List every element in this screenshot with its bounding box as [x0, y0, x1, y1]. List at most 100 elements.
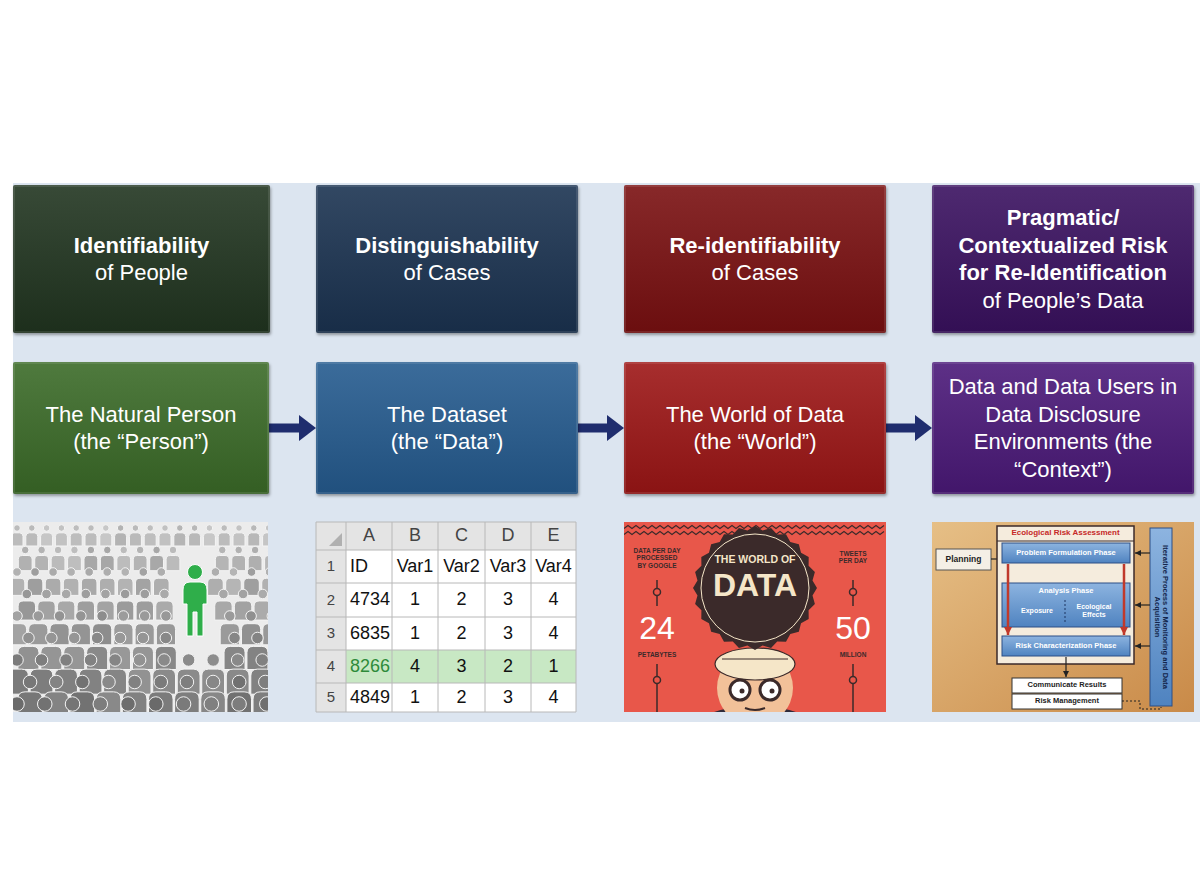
person-head	[211, 568, 220, 577]
person-figure	[254, 697, 268, 712]
flow-text: Communicate Results	[1014, 679, 1120, 692]
person-figure	[115, 525, 127, 546]
person-head	[238, 589, 248, 599]
person-head	[120, 546, 128, 554]
person-head	[13, 654, 23, 667]
table-cell: 4	[531, 583, 576, 617]
person-figure	[100, 546, 114, 570]
box-text: The World of Data (the “World”)	[655, 401, 855, 456]
column-header: A	[346, 522, 392, 550]
column-header: B	[392, 522, 438, 550]
person-body	[70, 533, 82, 546]
person-figure	[247, 632, 268, 669]
table-cell: Var2	[438, 550, 485, 583]
person-figure	[115, 697, 141, 712]
table-cell: 4	[531, 617, 576, 650]
dashed-loop	[1122, 701, 1161, 709]
person-head	[58, 525, 65, 532]
red-arrow	[1007, 564, 1010, 635]
person-figure	[201, 675, 226, 712]
phase-box	[1002, 636, 1130, 656]
person-body	[132, 646, 153, 669]
person-head	[121, 568, 130, 577]
person-head	[169, 546, 177, 554]
person-figure	[85, 525, 97, 546]
row-number: 2	[316, 583, 346, 617]
person-body	[128, 669, 151, 694]
flow-text: Iterative Process of Monitoring and Data…	[1150, 531, 1172, 703]
flow-text: Risk Characterization Phase	[1012, 637, 1120, 655]
header-box: Distinguishabilityof Cases	[316, 185, 578, 333]
row-number: 1	[316, 550, 346, 583]
scale-line	[852, 664, 854, 712]
flow-arrow	[269, 424, 299, 433]
person-head	[38, 697, 53, 712]
person-head	[13, 568, 21, 577]
person-figure	[128, 654, 151, 694]
person-head	[258, 589, 268, 599]
table-cell: Var1	[392, 550, 438, 583]
flow-text: Analysis Phase	[1012, 585, 1120, 597]
person-figure	[144, 525, 156, 546]
person-head	[93, 697, 108, 712]
flow-arrow	[1135, 604, 1150, 605]
process-box: The Natural Person (the “Person”)	[13, 362, 269, 494]
header-subtitle: of Cases	[404, 259, 491, 287]
person-body	[174, 533, 186, 546]
person-head	[43, 525, 50, 532]
person-head	[103, 525, 110, 532]
person-head	[68, 632, 80, 644]
person-head	[229, 632, 241, 644]
person-head	[252, 632, 264, 644]
person-head	[259, 675, 268, 689]
person-body	[202, 669, 225, 694]
table-cell: 8266	[346, 650, 392, 683]
person-head	[221, 525, 228, 532]
person-head	[49, 675, 63, 689]
person-body	[129, 533, 141, 546]
person-head	[54, 611, 65, 622]
person-body	[189, 533, 201, 546]
person-body	[85, 533, 97, 546]
person-body	[110, 646, 131, 669]
person-head	[176, 697, 191, 712]
person-head	[23, 675, 37, 689]
person-head	[182, 654, 195, 667]
header-title: Pragmatic/ Contextualized Risk for Re-Id…	[946, 204, 1181, 287]
person-head	[191, 525, 198, 532]
glasses	[730, 680, 750, 700]
table-cell: Var3	[485, 550, 531, 583]
person-figure	[248, 546, 262, 570]
person-figure	[13, 525, 23, 546]
person-head	[235, 546, 243, 554]
header-box: Pragmatic/ Contextualized Risk for Re-Id…	[932, 185, 1194, 333]
person-body	[41, 533, 53, 546]
person-figure	[220, 611, 239, 645]
poster-number: 50	[826, 610, 880, 648]
person-figure	[202, 654, 225, 694]
person-body	[251, 669, 268, 694]
flow-arrow	[1135, 552, 1150, 553]
grid-line	[316, 650, 576, 651]
person-head	[61, 589, 71, 599]
header-subtitle: of People	[95, 259, 188, 287]
person-figure	[68, 546, 82, 570]
person-figure	[232, 546, 246, 570]
person-head	[71, 546, 79, 554]
person-body	[166, 556, 180, 571]
box-text: The Dataset (the “Data”)	[372, 401, 522, 456]
person-head	[180, 675, 194, 689]
person-head	[251, 546, 259, 554]
table-cell: 2	[485, 650, 531, 683]
person-head	[149, 697, 164, 712]
select-all-triangle	[329, 533, 342, 546]
person-head	[42, 589, 52, 599]
flow-arrow	[1065, 657, 1066, 677]
person-body	[115, 533, 127, 546]
person-head	[218, 546, 226, 554]
person-head	[136, 546, 144, 554]
person-head	[102, 675, 116, 689]
person-body	[248, 533, 260, 546]
grid-line	[316, 712, 576, 713]
monitoring-box	[1150, 528, 1172, 706]
